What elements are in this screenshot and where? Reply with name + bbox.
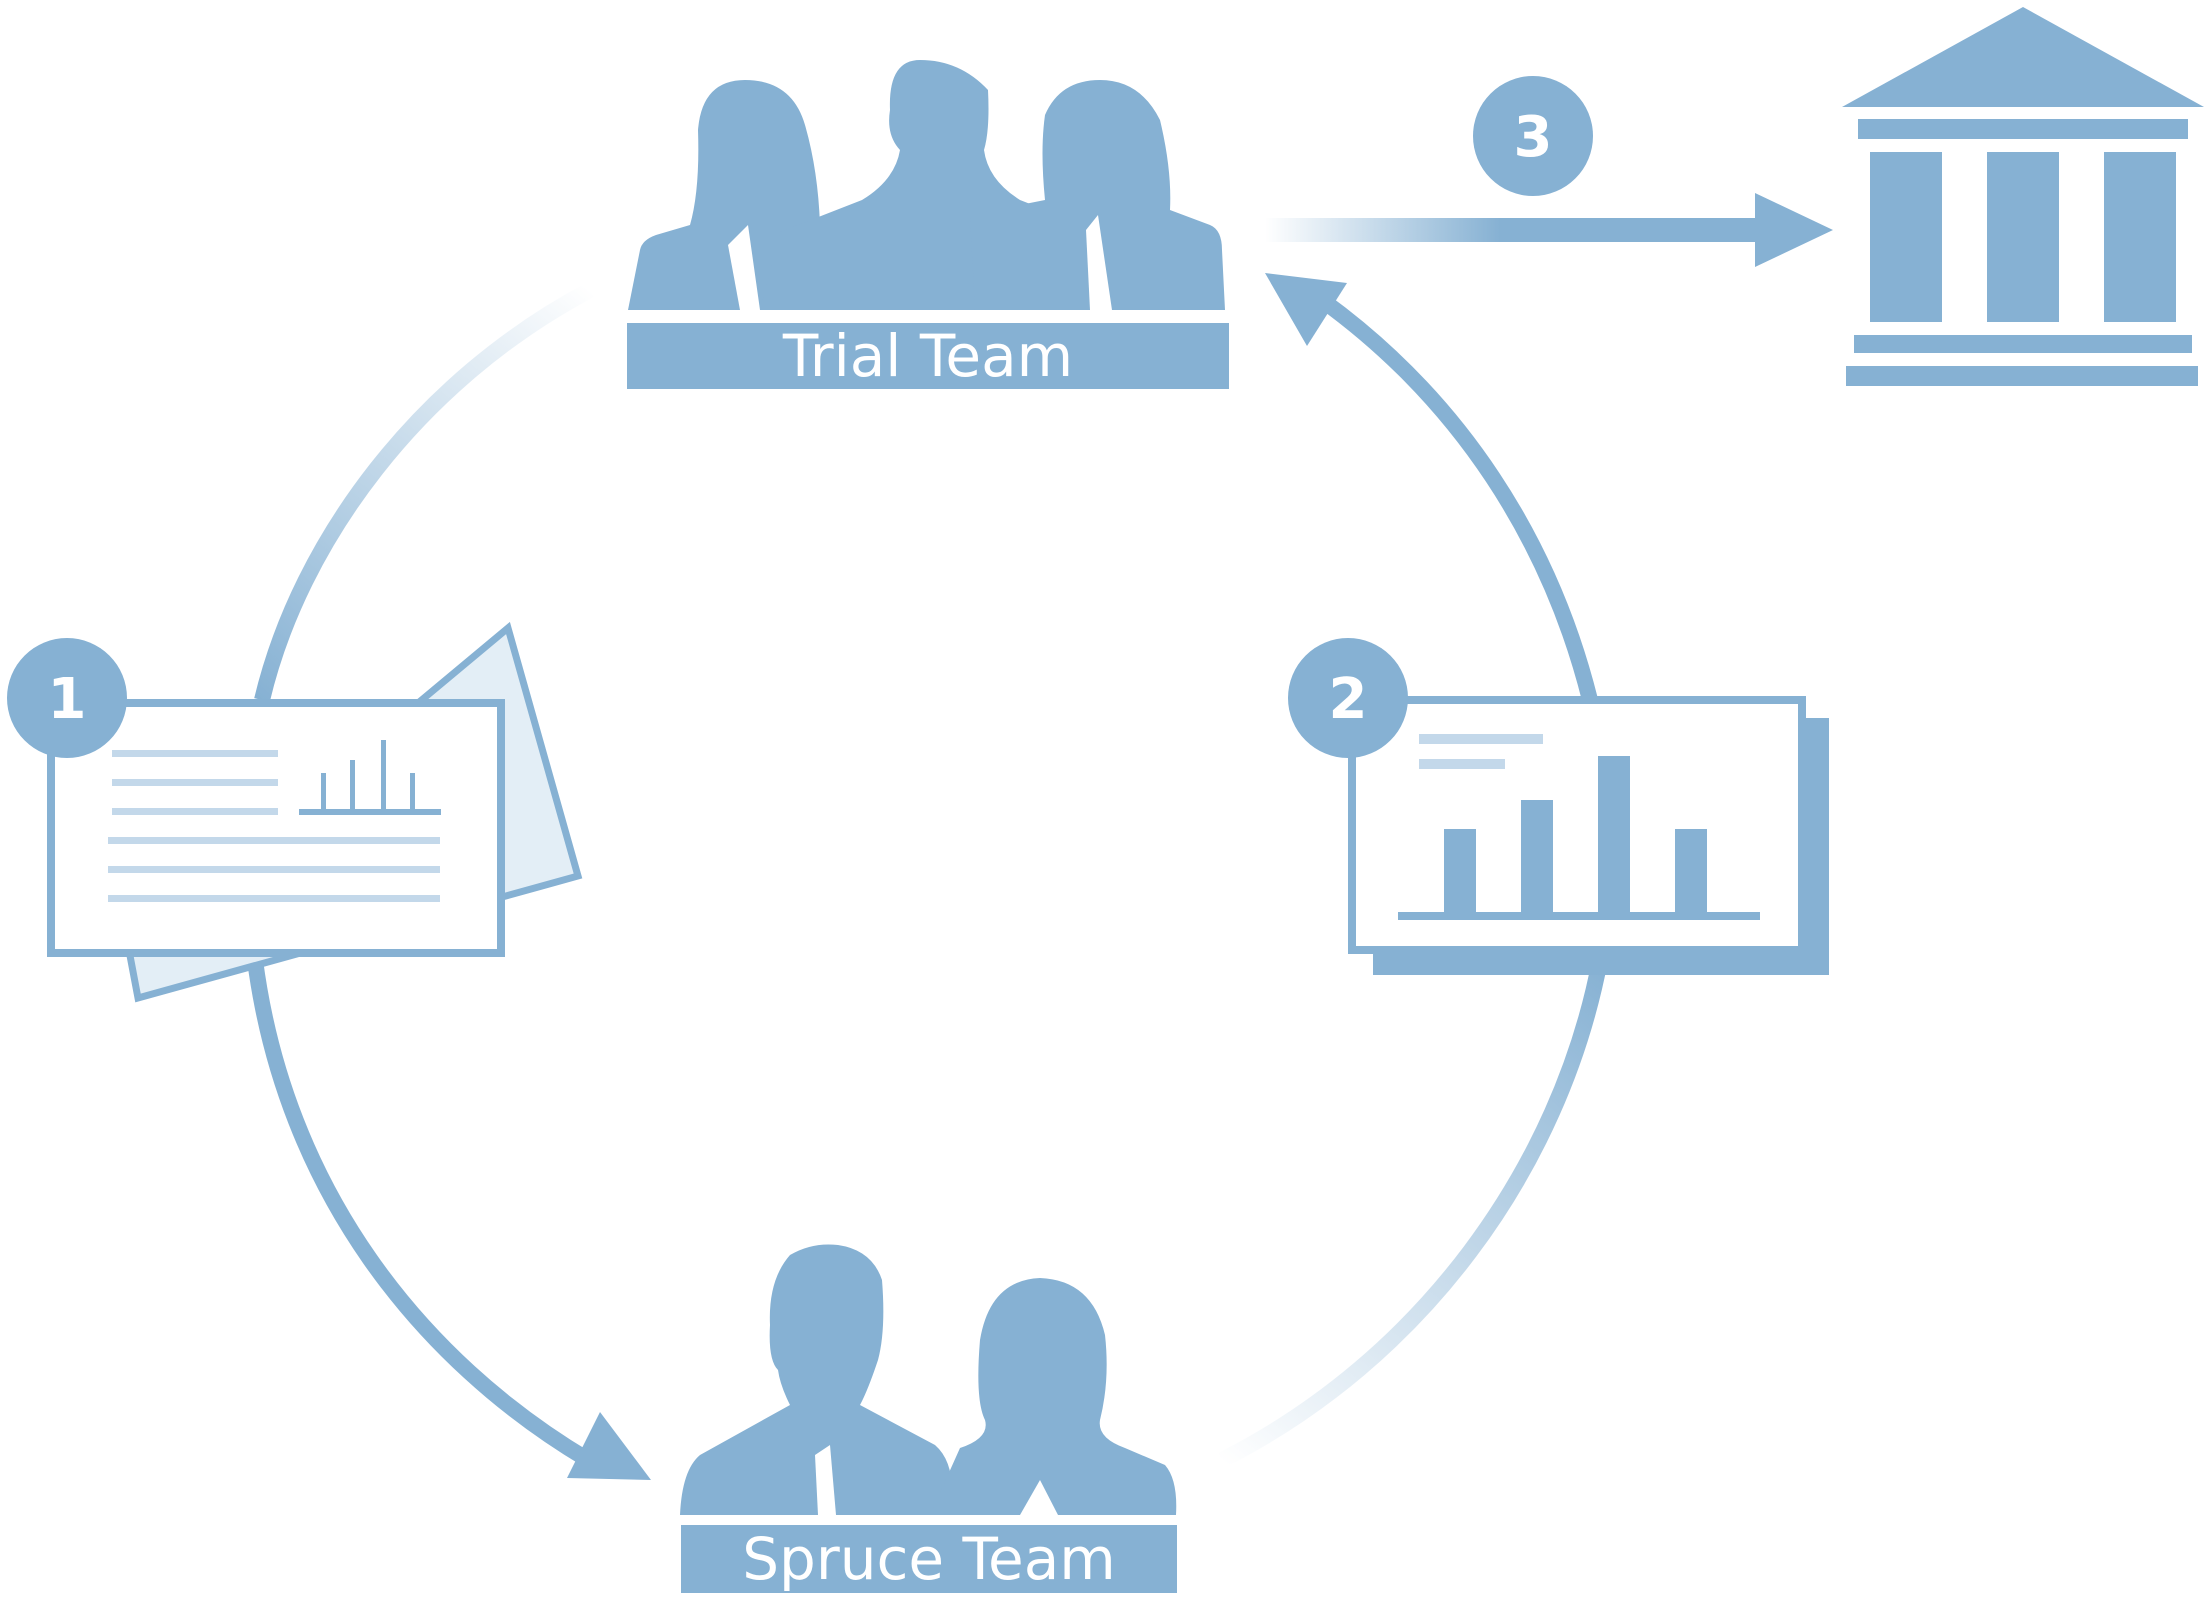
arrow-to-institution [1265,193,1833,267]
group-of-two-people-icon [680,1244,1177,1515]
government-building-icon [1842,7,2204,386]
step-badge-2: 2 [1288,638,1408,758]
cycle-arrows [247,273,1608,1480]
person-man-left [680,1244,953,1515]
trial-team-group: Trial Team [627,60,1229,390]
person-woman-right [930,1278,1177,1515]
building-column-1 [1870,152,1942,322]
person-woman-right [970,80,1225,310]
report-bar-chart [1398,756,1760,920]
document-text-lines [108,750,440,902]
report-text-lines [1419,734,1543,769]
trial-team-label: Trial Team [782,322,1073,390]
spruce-team-group: Spruce Team [680,1244,1177,1593]
step-number-3: 3 [1514,105,1553,170]
spruce-team-label-box [681,1525,1177,1593]
arc-document-to-spruce [247,958,593,1467]
step-number-1: 1 [48,667,87,732]
step-badge-1: 1 [7,638,127,758]
arc-trial-to-document [254,282,594,702]
arc-spruce-to-report [1218,958,1608,1468]
document-front-sheet [47,699,505,957]
building-roof [1842,7,2204,107]
arrowhead-to-institution [1755,193,1833,267]
building-column-3 [2104,152,2176,322]
arc-report-to-trial [1317,293,1598,702]
spruce-team-label: Spruce Team [742,1525,1116,1593]
arrowhead-to-spruce [567,1412,651,1480]
document-mini-chart [299,740,441,815]
building-column-2 [1987,152,2059,322]
group-of-three-people-icon [628,60,1225,310]
document-with-chart-icon [47,621,583,1003]
arrowhead-to-trial [1265,273,1347,346]
trial-team-label-box [627,323,1229,389]
bar-chart-report-icon [1348,696,1829,975]
step-number-2: 2 [1329,667,1368,732]
step-badge-3: 3 [1473,76,1593,196]
